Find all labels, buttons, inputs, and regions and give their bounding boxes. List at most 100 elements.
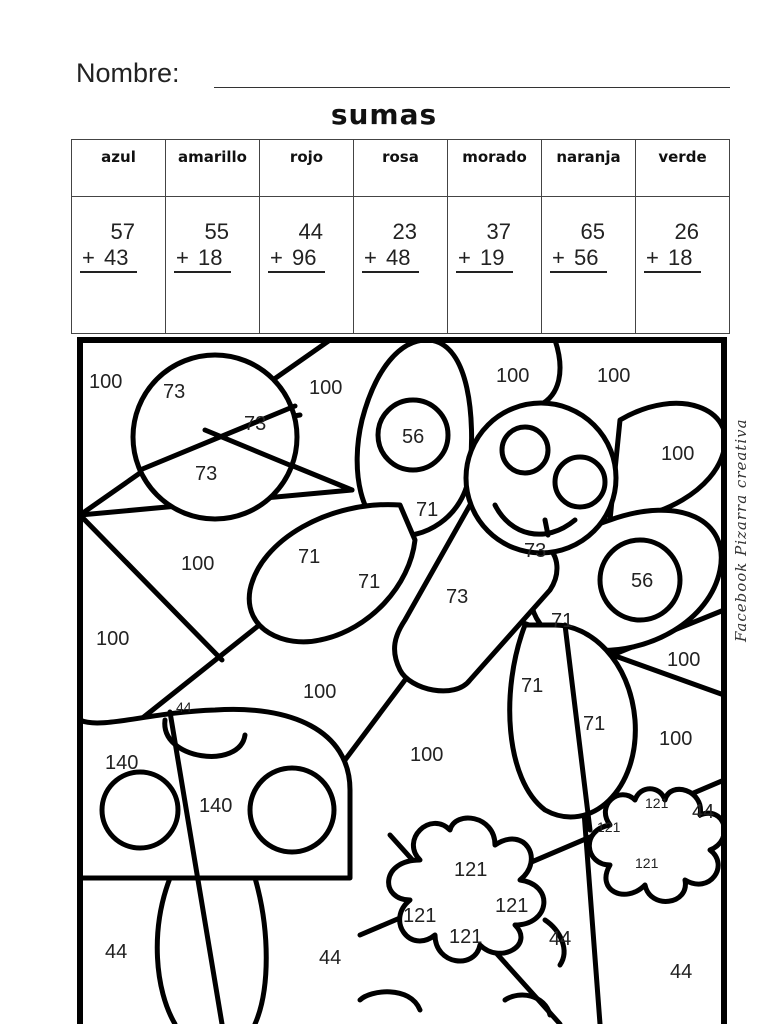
color-name: amarillo	[165, 139, 260, 197]
butterfly-eye	[552, 454, 608, 510]
color-header-row: azul amarillo rojo rosa morado naranja v…	[71, 139, 730, 197]
region-number: 100	[309, 377, 342, 399]
region-number: 121	[597, 819, 621, 835]
region-number: 140	[199, 795, 232, 817]
color-name: rosa	[353, 139, 448, 197]
addend-top: 44	[298, 219, 323, 244]
name-write-line[interactable]	[214, 87, 730, 88]
flower-petal-edge	[502, 992, 553, 1018]
addend-bottom: 43	[104, 245, 129, 270]
addition-problem: 57+43	[71, 196, 166, 334]
addition-problem: 26 +18	[635, 196, 730, 334]
region-number: 121	[635, 855, 659, 871]
addend-top: 23	[392, 219, 417, 244]
region-number: 56	[631, 570, 653, 592]
sum-line	[550, 271, 607, 273]
diagonal-line	[80, 512, 225, 663]
mushroom-stem	[154, 875, 269, 1024]
region-number: 44	[549, 928, 571, 950]
flower-petal-edge	[542, 917, 567, 968]
region-number: 71	[416, 499, 438, 521]
wing-arc	[537, 340, 563, 408]
sums-table: azul amarillo rojo rosa morado naranja v…	[71, 139, 730, 334]
addend-top: 65	[580, 219, 605, 244]
region-number: 100	[303, 681, 336, 703]
addend-bottom: 18	[198, 245, 223, 270]
region-number: 44	[692, 801, 714, 823]
region-number: 44	[319, 947, 341, 969]
problems-row: 57+43 55+18 44+96 23+48 37+19 65+56 26+1…	[71, 196, 730, 334]
addition-problem: 23+48	[353, 196, 448, 334]
worksheet-title: sumas	[330, 98, 438, 131]
addend-top: 55	[204, 219, 229, 244]
region-numbers: 100 73 73 73 100 56 100 100 100 71 73 10…	[89, 365, 714, 983]
region-number: 121	[495, 895, 528, 917]
region-number: 100	[89, 371, 122, 393]
addend-bottom: 96	[292, 245, 317, 270]
region-number: 44	[670, 961, 692, 983]
sum-line	[174, 271, 231, 273]
plus-sign: +	[364, 245, 377, 270]
region-number: 100	[659, 728, 692, 750]
sum-line	[644, 271, 701, 273]
region-number: 71	[358, 571, 380, 593]
plus-sign: +	[176, 245, 189, 270]
sum-line	[362, 271, 419, 273]
region-number: 71	[583, 713, 605, 735]
region-number: 121	[449, 926, 482, 948]
region-number: 71	[521, 675, 543, 697]
circle-divider	[202, 427, 295, 469]
region-number: 121	[645, 795, 669, 811]
sum-line	[456, 271, 513, 273]
color-name: morado	[447, 139, 542, 197]
region-number: 73	[524, 540, 546, 562]
flower-shape	[386, 815, 547, 964]
addend-top: 26	[674, 219, 699, 244]
name-label: Nombre:	[76, 58, 180, 88]
mushroom-cap-curve	[162, 717, 248, 759]
wing-divider	[562, 622, 593, 833]
name-row: Nombre:	[76, 58, 736, 98]
wing-spot	[597, 537, 683, 623]
smile-dimple	[542, 517, 551, 538]
diagonal-line	[342, 677, 408, 763]
region-number: 44	[105, 941, 127, 963]
addend-bottom: 19	[480, 245, 505, 270]
region-number: 100	[496, 365, 529, 387]
region-number: 100	[410, 744, 443, 766]
plus-sign: +	[646, 245, 659, 270]
flower-shape	[586, 786, 724, 904]
butterfly-body	[392, 502, 560, 694]
plus-sign: +	[82, 245, 95, 270]
region-number: 100	[181, 553, 214, 575]
region-number: 56	[402, 426, 424, 448]
plus-sign: +	[552, 245, 565, 270]
region-number: 71	[298, 546, 320, 568]
region-number: 121	[403, 905, 436, 927]
region-number: 44	[176, 699, 192, 715]
color-name: verde	[635, 139, 730, 197]
region-number: 73	[163, 381, 185, 403]
region-number: 140	[105, 752, 138, 774]
addend-bottom: 18	[668, 245, 693, 270]
sum-line	[268, 271, 325, 273]
credit-text: Facebook Pizarra creativa	[732, 418, 750, 643]
color-name: rojo	[259, 139, 354, 197]
mushroom-divider	[167, 709, 225, 1024]
region-number: 100	[667, 649, 700, 671]
region-number: 121	[454, 859, 487, 881]
region-number: 73	[244, 413, 266, 435]
mushroom-spot	[247, 765, 337, 855]
region-number: 100	[597, 365, 630, 387]
addend-top: 37	[486, 219, 511, 244]
picture-frame	[77, 337, 727, 1024]
color-name: azul	[71, 139, 166, 197]
circle-divider	[137, 403, 298, 473]
mushroom-spot	[99, 769, 181, 851]
region-number: 100	[96, 628, 129, 650]
sum-line	[80, 271, 137, 273]
region-number: 71	[551, 610, 573, 632]
picture-lines	[80, 340, 724, 1024]
region-number: 73	[195, 463, 217, 485]
